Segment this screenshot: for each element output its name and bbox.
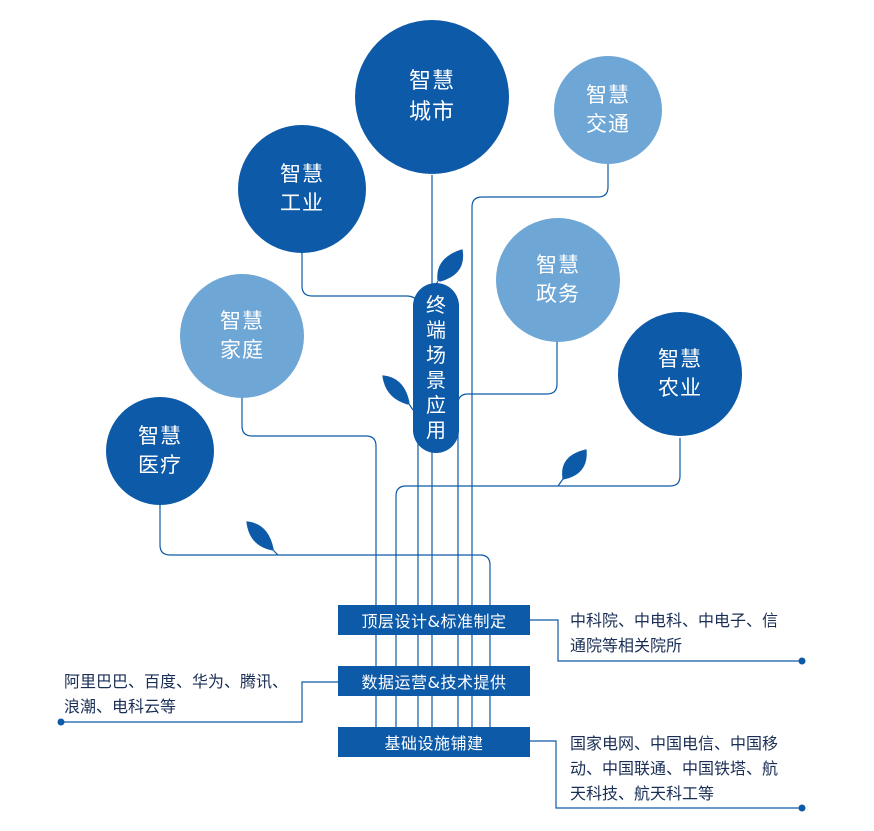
line-smart-home bbox=[241, 396, 377, 742]
leaf-icon bbox=[382, 375, 410, 405]
note-line: 天科技、航天科工等 bbox=[570, 784, 715, 803]
trunk-char: 景 bbox=[426, 368, 446, 392]
note-line: 浪潮、电科云等 bbox=[64, 697, 177, 716]
note-operators: 国家电网、中国电信、中国移 动、中国联通、中国铁塔、航 天科技、航天科工等 bbox=[570, 731, 778, 806]
circle-label-line2: 农业 bbox=[658, 376, 702, 400]
circle-smart-industry: 智慧 工业 bbox=[238, 125, 366, 253]
leaf-icon bbox=[562, 449, 587, 480]
trunk-char: 场 bbox=[426, 343, 446, 367]
circle-label-line2: 医疗 bbox=[138, 453, 182, 477]
note-line: 动、中国联通、中国铁塔、航 bbox=[570, 759, 779, 778]
bar-data-operations-tech: 数据运营&技术提供 bbox=[338, 666, 530, 696]
line-research-institutes bbox=[530, 619, 800, 662]
circle-label-line1: 智慧 bbox=[280, 162, 324, 186]
note-line: 国家电网、中国电信、中国移 bbox=[570, 734, 779, 753]
circle-label-line1: 智慧 bbox=[658, 347, 702, 371]
circle-smart-medical: 智慧 医疗 bbox=[106, 397, 214, 505]
circle-smart-agriculture: 智慧 农业 bbox=[618, 312, 742, 436]
leaf-icon bbox=[246, 521, 274, 551]
trunk-char: 应 bbox=[426, 393, 446, 417]
circle-label-line2: 城市 bbox=[408, 100, 455, 125]
trunk-terminal-scenario-applications: 终 端 场 景 应 用 bbox=[413, 283, 459, 453]
circle-label-line2: 政务 bbox=[536, 282, 580, 306]
circle-label-line1: 智慧 bbox=[586, 83, 630, 107]
bar-infrastructure-build: 基础设施铺建 bbox=[338, 727, 530, 757]
line-smart-transport bbox=[471, 163, 609, 742]
circle-label-line2: 家庭 bbox=[220, 338, 264, 362]
dot-research-institutes bbox=[798, 657, 806, 665]
circle-smart-transport: 智慧 交通 bbox=[554, 56, 662, 164]
note-line: 中科院、中电科、中电子、信 bbox=[570, 611, 779, 630]
circle-label-line1: 智慧 bbox=[138, 424, 182, 448]
line-operators bbox=[530, 740, 800, 809]
trunk-char: 终 bbox=[426, 293, 446, 317]
note-line: 通院等相关院所 bbox=[570, 636, 683, 655]
circle-label-line2: 工业 bbox=[280, 191, 324, 215]
note-line: 阿里巴巴、百度、华为、腾讯、 bbox=[64, 672, 289, 691]
circle-label-line2: 交通 bbox=[586, 112, 630, 136]
dot-tech-companies bbox=[57, 718, 65, 726]
line-tech-companies bbox=[64, 681, 338, 723]
circle-label-line1: 智慧 bbox=[220, 309, 264, 333]
dot-operators bbox=[798, 804, 806, 812]
circle-label-line1: 智慧 bbox=[536, 253, 580, 277]
circle-smart-home: 智慧 家庭 bbox=[180, 274, 304, 398]
note-tech-companies: 阿里巴巴、百度、华为、腾讯、 浪潮、电科云等 bbox=[64, 669, 288, 719]
trunk-char: 用 bbox=[426, 418, 446, 442]
line-smart-agriculture bbox=[395, 438, 681, 742]
leaf-icon bbox=[437, 249, 464, 282]
circle-smart-government: 智慧 政务 bbox=[496, 218, 620, 342]
note-research-institutes: 中科院、中电科、中电子、信 通院等相关院所 bbox=[570, 608, 778, 658]
circle-smart-city: 智慧 城市 bbox=[355, 20, 509, 174]
trunk-char: 端 bbox=[426, 318, 446, 342]
line-smart-medical bbox=[159, 503, 491, 742]
bar-top-design-standards: 顶层设计&标准制定 bbox=[338, 605, 530, 635]
circle-label-line1: 智慧 bbox=[408, 69, 455, 94]
